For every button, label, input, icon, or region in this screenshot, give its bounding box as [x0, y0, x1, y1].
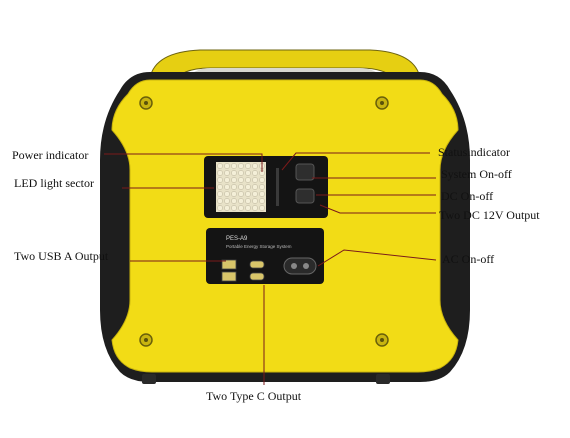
led-dot — [217, 198, 223, 204]
led-grid — [217, 163, 265, 211]
led-dot — [245, 191, 251, 197]
led-dot — [252, 205, 258, 211]
led-dot — [217, 163, 223, 169]
ac-outlet — [283, 257, 317, 275]
led-dot — [245, 184, 251, 190]
led-dot — [231, 184, 237, 190]
led-dot — [224, 170, 230, 176]
label-status-indicator: Statusindicator — [438, 145, 510, 159]
device-body — [111, 79, 459, 373]
led-dot — [252, 177, 258, 183]
led-dot — [231, 170, 237, 176]
led-dot — [238, 184, 244, 190]
system-on-off-button — [295, 163, 315, 181]
led-dot — [245, 177, 251, 183]
led-dot — [217, 170, 223, 176]
led-dot — [231, 205, 237, 211]
foot-left — [142, 374, 156, 384]
led-dot — [217, 184, 223, 190]
led-dot — [238, 205, 244, 211]
led-dot — [252, 163, 258, 169]
label-ac-on-off: AC On-off — [442, 252, 495, 266]
led-dot — [224, 198, 230, 204]
led-dot — [231, 191, 237, 197]
led-dot — [238, 163, 244, 169]
led-dot — [245, 198, 251, 204]
label-power-indicator: Power indicator — [12, 148, 89, 162]
led-dot — [224, 177, 230, 183]
led-dot — [259, 184, 265, 190]
led-dot — [231, 163, 237, 169]
led-dot — [217, 191, 223, 197]
label-two-type-c-output: Two Type C Output — [206, 389, 302, 403]
led-dot — [224, 184, 230, 190]
led-dot — [238, 191, 244, 197]
label-led-light-sector: LED light sector — [14, 176, 94, 190]
led-dot — [224, 191, 230, 197]
led-dot — [252, 191, 258, 197]
led-dot — [259, 177, 265, 183]
foot-right — [376, 374, 390, 384]
led-dot — [224, 205, 230, 211]
led-dot — [259, 191, 265, 197]
type-c-ports — [249, 260, 265, 281]
screw-icons — [139, 96, 389, 347]
label-dc-on-off: DC On-off — [441, 189, 494, 203]
led-dot — [252, 184, 258, 190]
led-dot — [224, 163, 230, 169]
label-two-dc-12v-output: Two DC 12V Output — [439, 208, 540, 222]
label-two-usb-a-output: Two USB A Output — [14, 249, 109, 263]
led-dot — [252, 198, 258, 204]
led-dot — [245, 205, 251, 211]
leader-lines — [104, 152, 437, 385]
led-dot — [217, 177, 223, 183]
label-system-on-off: System On-off — [441, 167, 512, 181]
led-dot — [238, 177, 244, 183]
led-dot — [259, 198, 265, 204]
led-dot — [252, 170, 258, 176]
model-name: PES-A9 — [226, 236, 248, 242]
led-dot — [238, 198, 244, 204]
led-dot — [217, 205, 223, 211]
dc-on-off-button — [295, 188, 315, 204]
led-dot — [245, 163, 251, 169]
led-dot — [259, 205, 265, 211]
led-dot — [231, 198, 237, 204]
led-dot — [231, 177, 237, 183]
usb-a-ports — [221, 259, 237, 282]
power-indicator-led — [276, 168, 279, 206]
led-dot — [238, 170, 244, 176]
model-subtitle: Portable Energy Storage System — [226, 244, 292, 249]
led-dot — [245, 170, 251, 176]
